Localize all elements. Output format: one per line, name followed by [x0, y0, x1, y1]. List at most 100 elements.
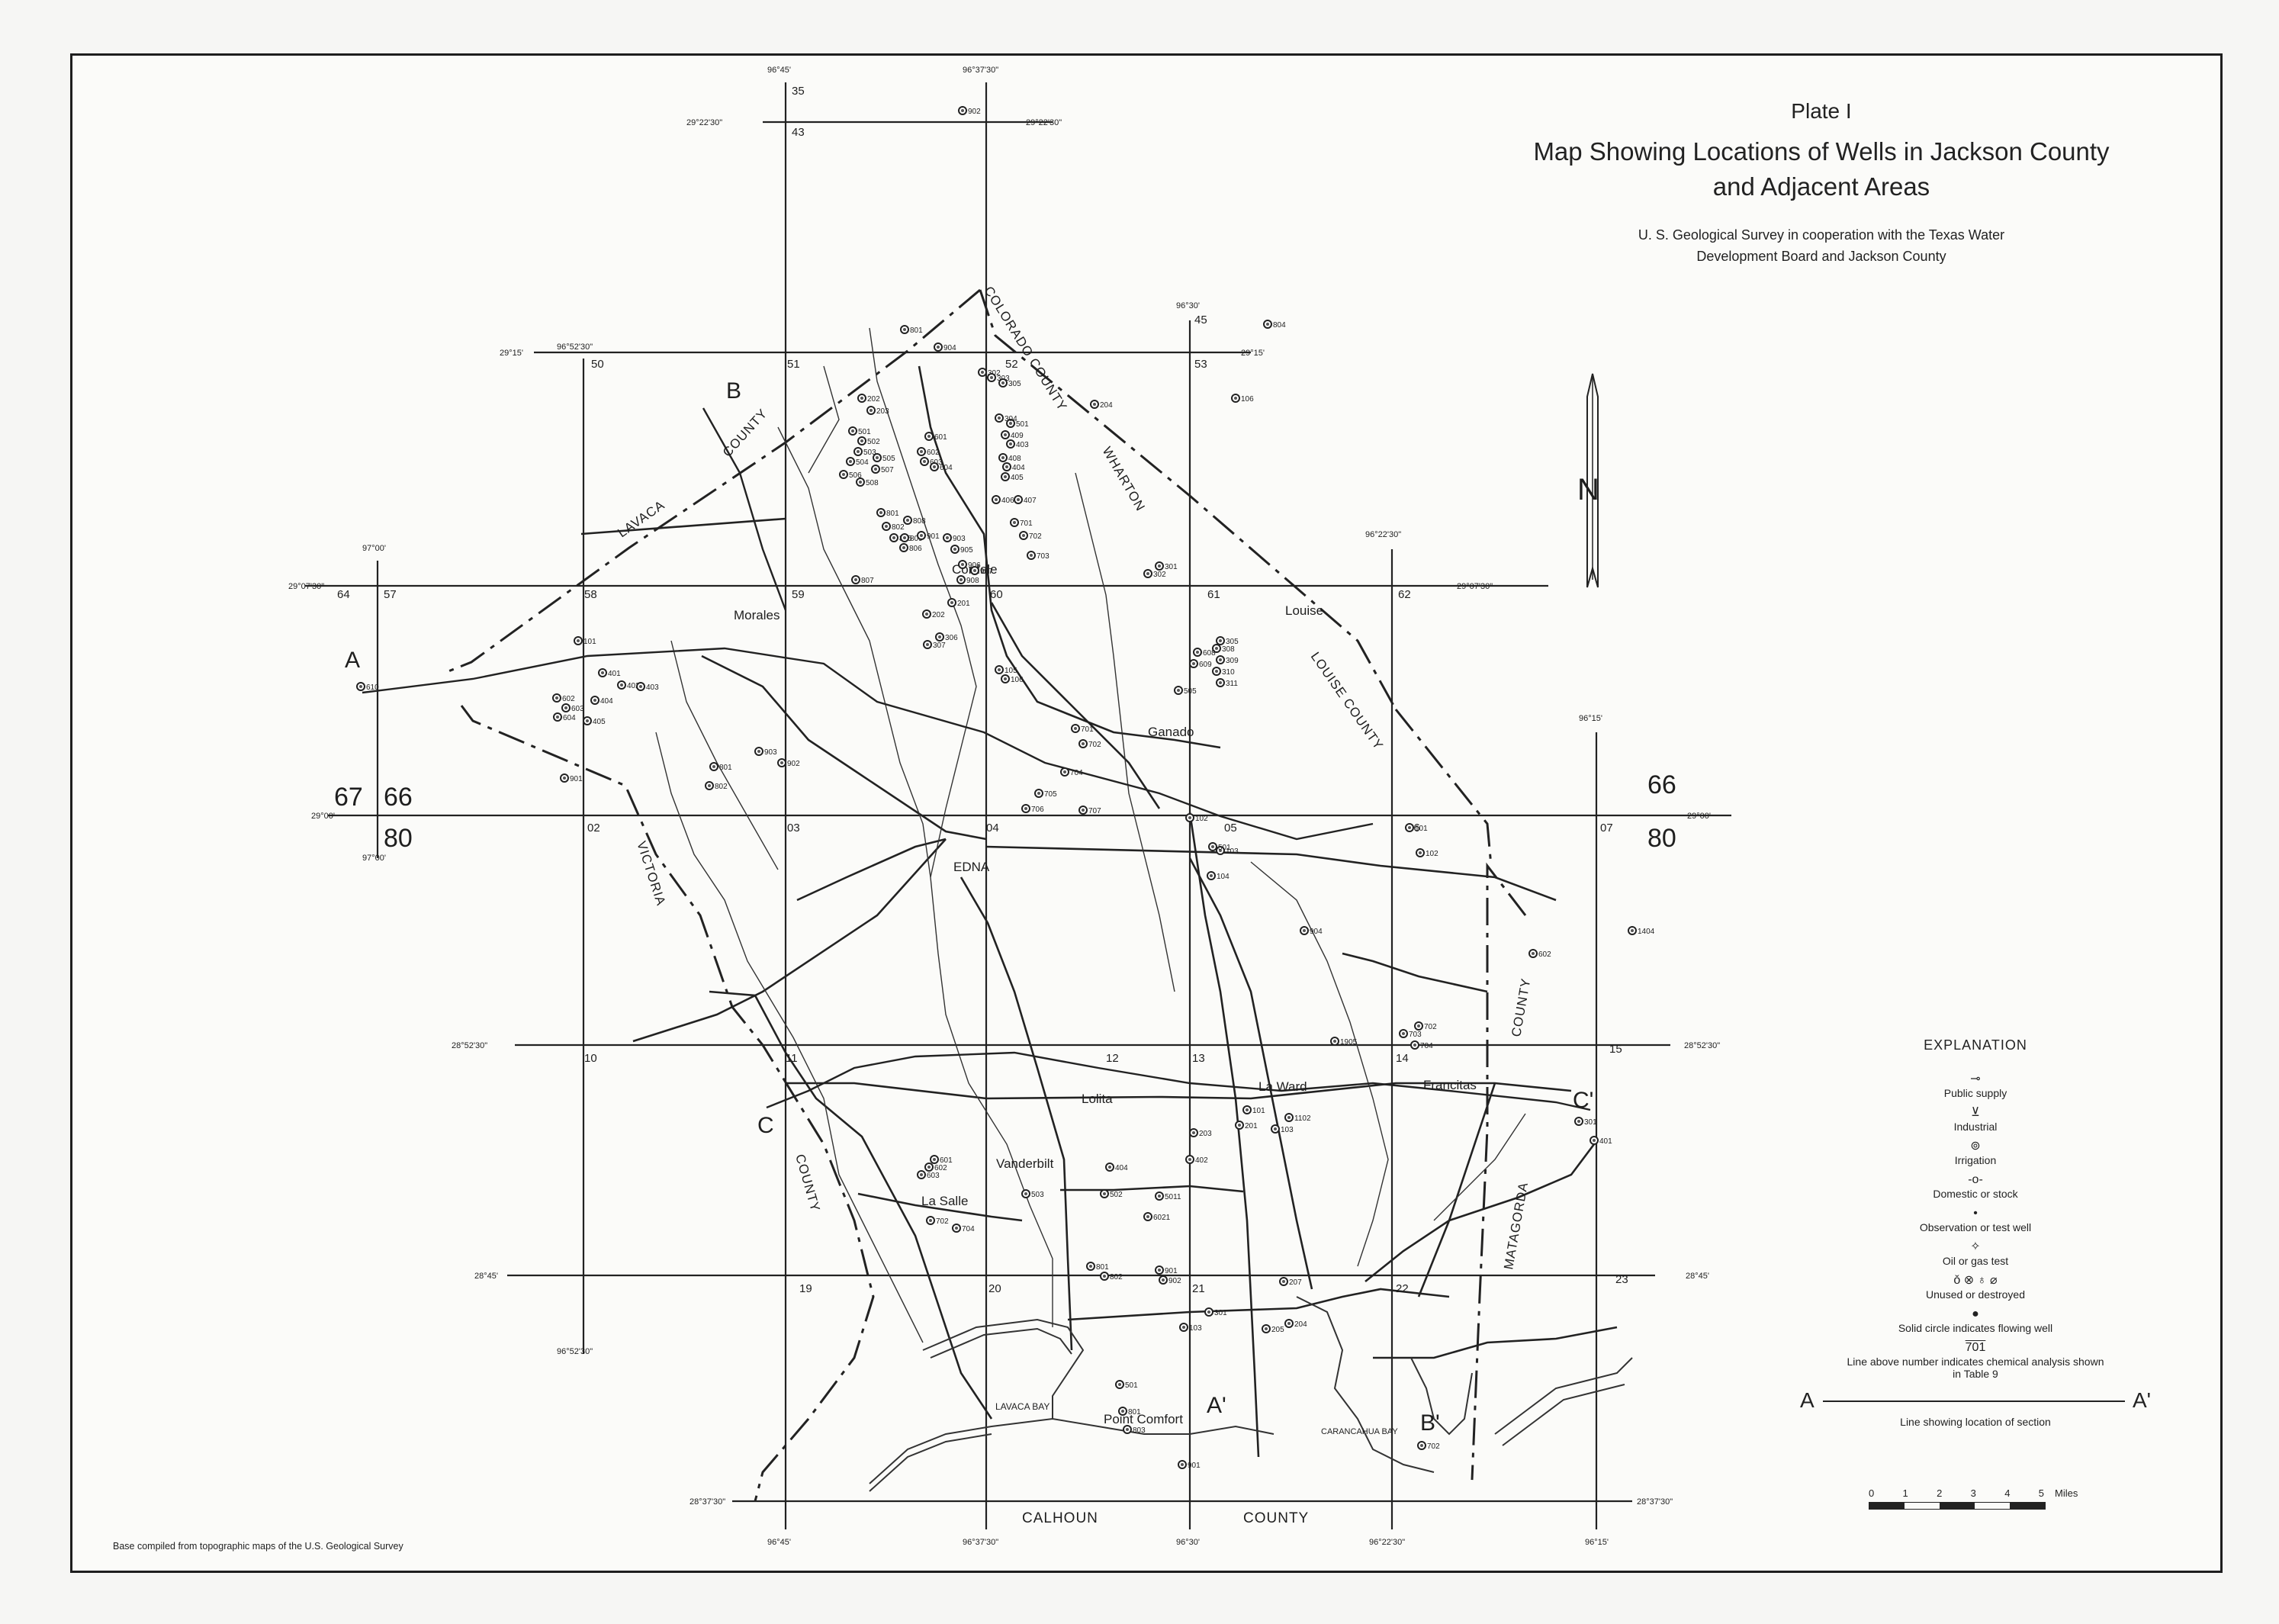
svg-text:58: 58 — [584, 588, 597, 601]
well-symbol-center — [1017, 498, 1020, 501]
well-marker: 401 — [1590, 1136, 1612, 1146]
north-arrow-label: N — [1577, 473, 1599, 506]
well-marker: 808 — [903, 516, 926, 526]
legend-label: Domestic or stock — [1933, 1188, 2018, 1200]
well-number: 104 — [1217, 873, 1230, 881]
well-number: 603 — [571, 705, 584, 713]
well-number: 501 — [858, 428, 871, 436]
well-marker: 702 — [1019, 531, 1042, 541]
well-marker: 903 — [754, 747, 777, 757]
well-marker: 807 — [851, 575, 874, 585]
well-symbol-center — [1093, 403, 1096, 406]
svg-text:05: 05 — [1224, 822, 1237, 835]
well-marker: 402 — [1185, 1155, 1208, 1165]
well-marker: 6021 — [1143, 1212, 1171, 1222]
water-lavaca-bay: LAVACA BAY — [995, 1401, 1049, 1412]
section-letter-a: A — [345, 648, 360, 673]
well-symbol-center — [1103, 1192, 1106, 1195]
well-number: 902 — [1168, 1277, 1181, 1285]
well-marker: 203 — [1189, 1128, 1212, 1138]
well-symbol-center — [1063, 770, 1066, 773]
well-symbol-center — [998, 416, 1001, 420]
well-symbol-center — [757, 750, 760, 753]
well-marker: 301 — [1204, 1307, 1227, 1317]
section-lines — [362, 407, 1591, 1111]
well-marker: 201 — [947, 598, 970, 608]
well-symbol-center — [1219, 658, 1222, 661]
well-number: 802 — [715, 783, 728, 791]
scale-tick: 5 — [2038, 1487, 2044, 1499]
well-symbol-center — [620, 683, 623, 687]
well-marker: 305 — [998, 378, 1021, 388]
well-symbol-center — [1022, 534, 1025, 537]
well-symbol-center — [973, 569, 976, 572]
observation-well-icon: • — [1973, 1207, 1978, 1220]
well-symbol-center — [1074, 727, 1077, 730]
town-lolita: Lolita — [1082, 1092, 1113, 1106]
well-symbol-center — [1126, 1428, 1129, 1431]
well-number: 507 — [881, 466, 894, 474]
well-symbol-center — [1210, 874, 1213, 877]
well-symbol-center — [1303, 929, 1306, 932]
well-symbol-center — [1246, 1108, 1249, 1111]
well-marker: 106 — [1001, 674, 1024, 684]
well-symbol-center — [854, 578, 857, 581]
well-marker: 704 — [1060, 767, 1083, 777]
svg-text:28°52'30": 28°52'30" — [1684, 1041, 1720, 1050]
section-letter-c: C — [757, 1113, 774, 1138]
well-symbol-center — [1192, 662, 1195, 665]
svg-text:96°37'30": 96°37'30" — [963, 66, 998, 75]
svg-text:02: 02 — [587, 822, 600, 835]
map-subtitle-line1: U. S. Geological Survey in cooperation w… — [1638, 227, 2005, 243]
well-marker: 603 — [920, 457, 943, 467]
svg-text:64: 64 — [337, 588, 350, 601]
svg-text:57: 57 — [384, 588, 397, 601]
well-number: 602 — [562, 695, 575, 703]
well-symbol-center — [959, 578, 963, 581]
svg-text:28°45': 28°45' — [1686, 1272, 1709, 1281]
well-marker: 703 — [1399, 1029, 1422, 1039]
well-symbol-center — [577, 639, 580, 642]
county-label-colorado: COLORADO COUNTY — [982, 284, 1070, 413]
svg-text:96°52'30": 96°52'30" — [557, 1347, 593, 1356]
well-symbol-center — [1103, 1275, 1106, 1278]
well-number: 6021 — [1153, 1214, 1171, 1222]
well-symbol-center — [601, 671, 604, 674]
well-number: 201 — [1245, 1122, 1258, 1130]
well-symbol-center — [1004, 433, 1007, 436]
well-symbol-center — [1219, 639, 1222, 642]
svg-text:66: 66 — [384, 783, 413, 812]
well-symbol-center — [1005, 465, 1008, 468]
well-marker: 405 — [583, 716, 606, 726]
well-number: 307 — [933, 642, 946, 650]
well-symbol-center — [1211, 845, 1214, 848]
well-marker: 602 — [552, 693, 575, 703]
town-edna: EDNA — [953, 860, 990, 874]
well-symbol-center — [1004, 475, 1007, 478]
well-symbol-center — [998, 668, 1001, 671]
well-marker: 504 — [846, 457, 869, 467]
well-number: 102 — [1195, 815, 1208, 823]
well-symbol-center — [1215, 670, 1218, 673]
well-number: 702 — [1029, 532, 1042, 541]
well-marker: 904 — [1300, 926, 1323, 936]
section-letters: A B C A' B' C' — [345, 378, 1593, 1436]
county-boundaries — [448, 288, 1527, 1502]
well-marker: 603 — [561, 703, 584, 713]
well-number: 403 — [646, 683, 659, 692]
well-number: 806 — [909, 545, 922, 553]
svg-text:96°37'30": 96°37'30" — [963, 1538, 998, 1547]
well-number: 702 — [1424, 1023, 1437, 1031]
well-symbol-center — [990, 376, 993, 379]
well-symbol-center — [1158, 564, 1161, 568]
well-symbol-center — [712, 765, 715, 768]
well-number: 101 — [583, 638, 596, 646]
well-marker: 502 — [857, 436, 880, 446]
quad-numbers: 35 43 50 51 52 53 45 57 58 59 60 61 62 6… — [334, 85, 1676, 1295]
well-marker: 505 — [1174, 686, 1197, 696]
well-marker: 403 — [636, 682, 659, 692]
well-number: 601 — [940, 1156, 953, 1165]
well-marker: 508 — [856, 478, 879, 487]
well-number: 702 — [1427, 1442, 1440, 1451]
well-number: 703 — [1037, 552, 1049, 561]
